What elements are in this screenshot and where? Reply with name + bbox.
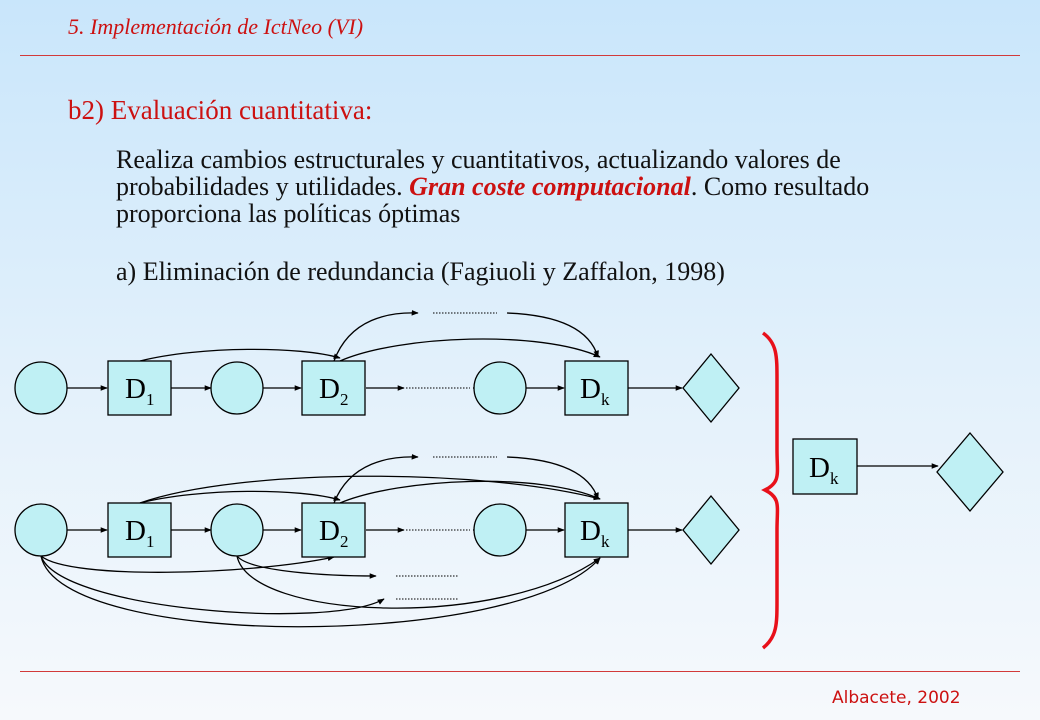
top-d2-label: D2: [319, 373, 348, 409]
bot-arc-down-dk: [506, 456, 599, 500]
bot-arc-c1-dots: [40, 555, 385, 615]
bot-decision-dk: [564, 502, 629, 558]
bot-chance-node-1: [14, 503, 68, 557]
emphasis-text: Gran coste computacional: [409, 172, 691, 201]
top-decision-d2: [301, 360, 366, 416]
top-chance-node-3: [473, 361, 527, 415]
description-text-2: . Como resultado proporciona las polític…: [116, 172, 870, 228]
bot-arc-d1-d2: [139, 490, 341, 504]
bot-chance-node-2: [210, 503, 264, 557]
bot-arc-c1-dk: [40, 555, 601, 628]
footer-location: Albacete, 2002: [832, 688, 961, 708]
bot-arc-d2-up: [333, 453, 419, 504]
top-decision-dk: [564, 360, 629, 416]
top-divider: [20, 55, 1020, 56]
top-chance-node-2: [210, 361, 264, 415]
bot-decision-d1: [107, 502, 172, 558]
bot-d2-label: D2: [319, 515, 348, 551]
top-d1-label: D1: [125, 373, 154, 409]
top-decision-d1: [107, 360, 172, 416]
description-text-1: Realiza cambios estructurales y cuantita…: [116, 145, 841, 201]
description-paragraph: Realiza cambios estructurales y cuantita…: [116, 146, 986, 227]
item-a: a) Eliminación de redundancia (Fagiuoli …: [116, 257, 725, 286]
result-utility-node: [936, 431, 1004, 513]
top-row: D1 D2 Dk: [14, 309, 740, 424]
bot-dk-label: Dk: [580, 515, 610, 551]
bot-d1-label: D1: [125, 515, 154, 551]
bot-utility-node: [682, 494, 740, 566]
slide-header: 5. Implementación de IctNeo (VI): [68, 14, 364, 39]
top-chance-node-1: [14, 361, 68, 415]
bot-arc-c1-d2: [40, 555, 335, 573]
grouping-brace: [761, 331, 780, 650]
top-arc-down-dk: [506, 312, 599, 358]
top-dk-label: Dk: [580, 373, 610, 409]
bot-arc-d1-dk: [139, 475, 601, 504]
result-decision-dk: [792, 438, 858, 495]
bot-arc-c2-dots: [236, 555, 377, 579]
top-arc-d2-up: [333, 309, 419, 362]
bot-arc-c2-dk: [236, 555, 601, 609]
bot-decision-d2: [301, 502, 366, 558]
result-diagram: Dk: [792, 431, 1004, 513]
top-arc-d1-d2: [139, 348, 341, 362]
result-dk-label: Dk: [809, 452, 839, 488]
top-utility-node: [682, 352, 740, 424]
bottom-row: D1 D2 Dk: [14, 453, 740, 628]
top-arc-d2-dk: [339, 338, 601, 362]
bot-chance-node-3: [473, 503, 527, 557]
bottom-divider: [20, 671, 1020, 672]
bot-arc-d2-dk: [339, 480, 601, 504]
section-title: b2) Evaluación cuantitativa:: [68, 95, 373, 125]
